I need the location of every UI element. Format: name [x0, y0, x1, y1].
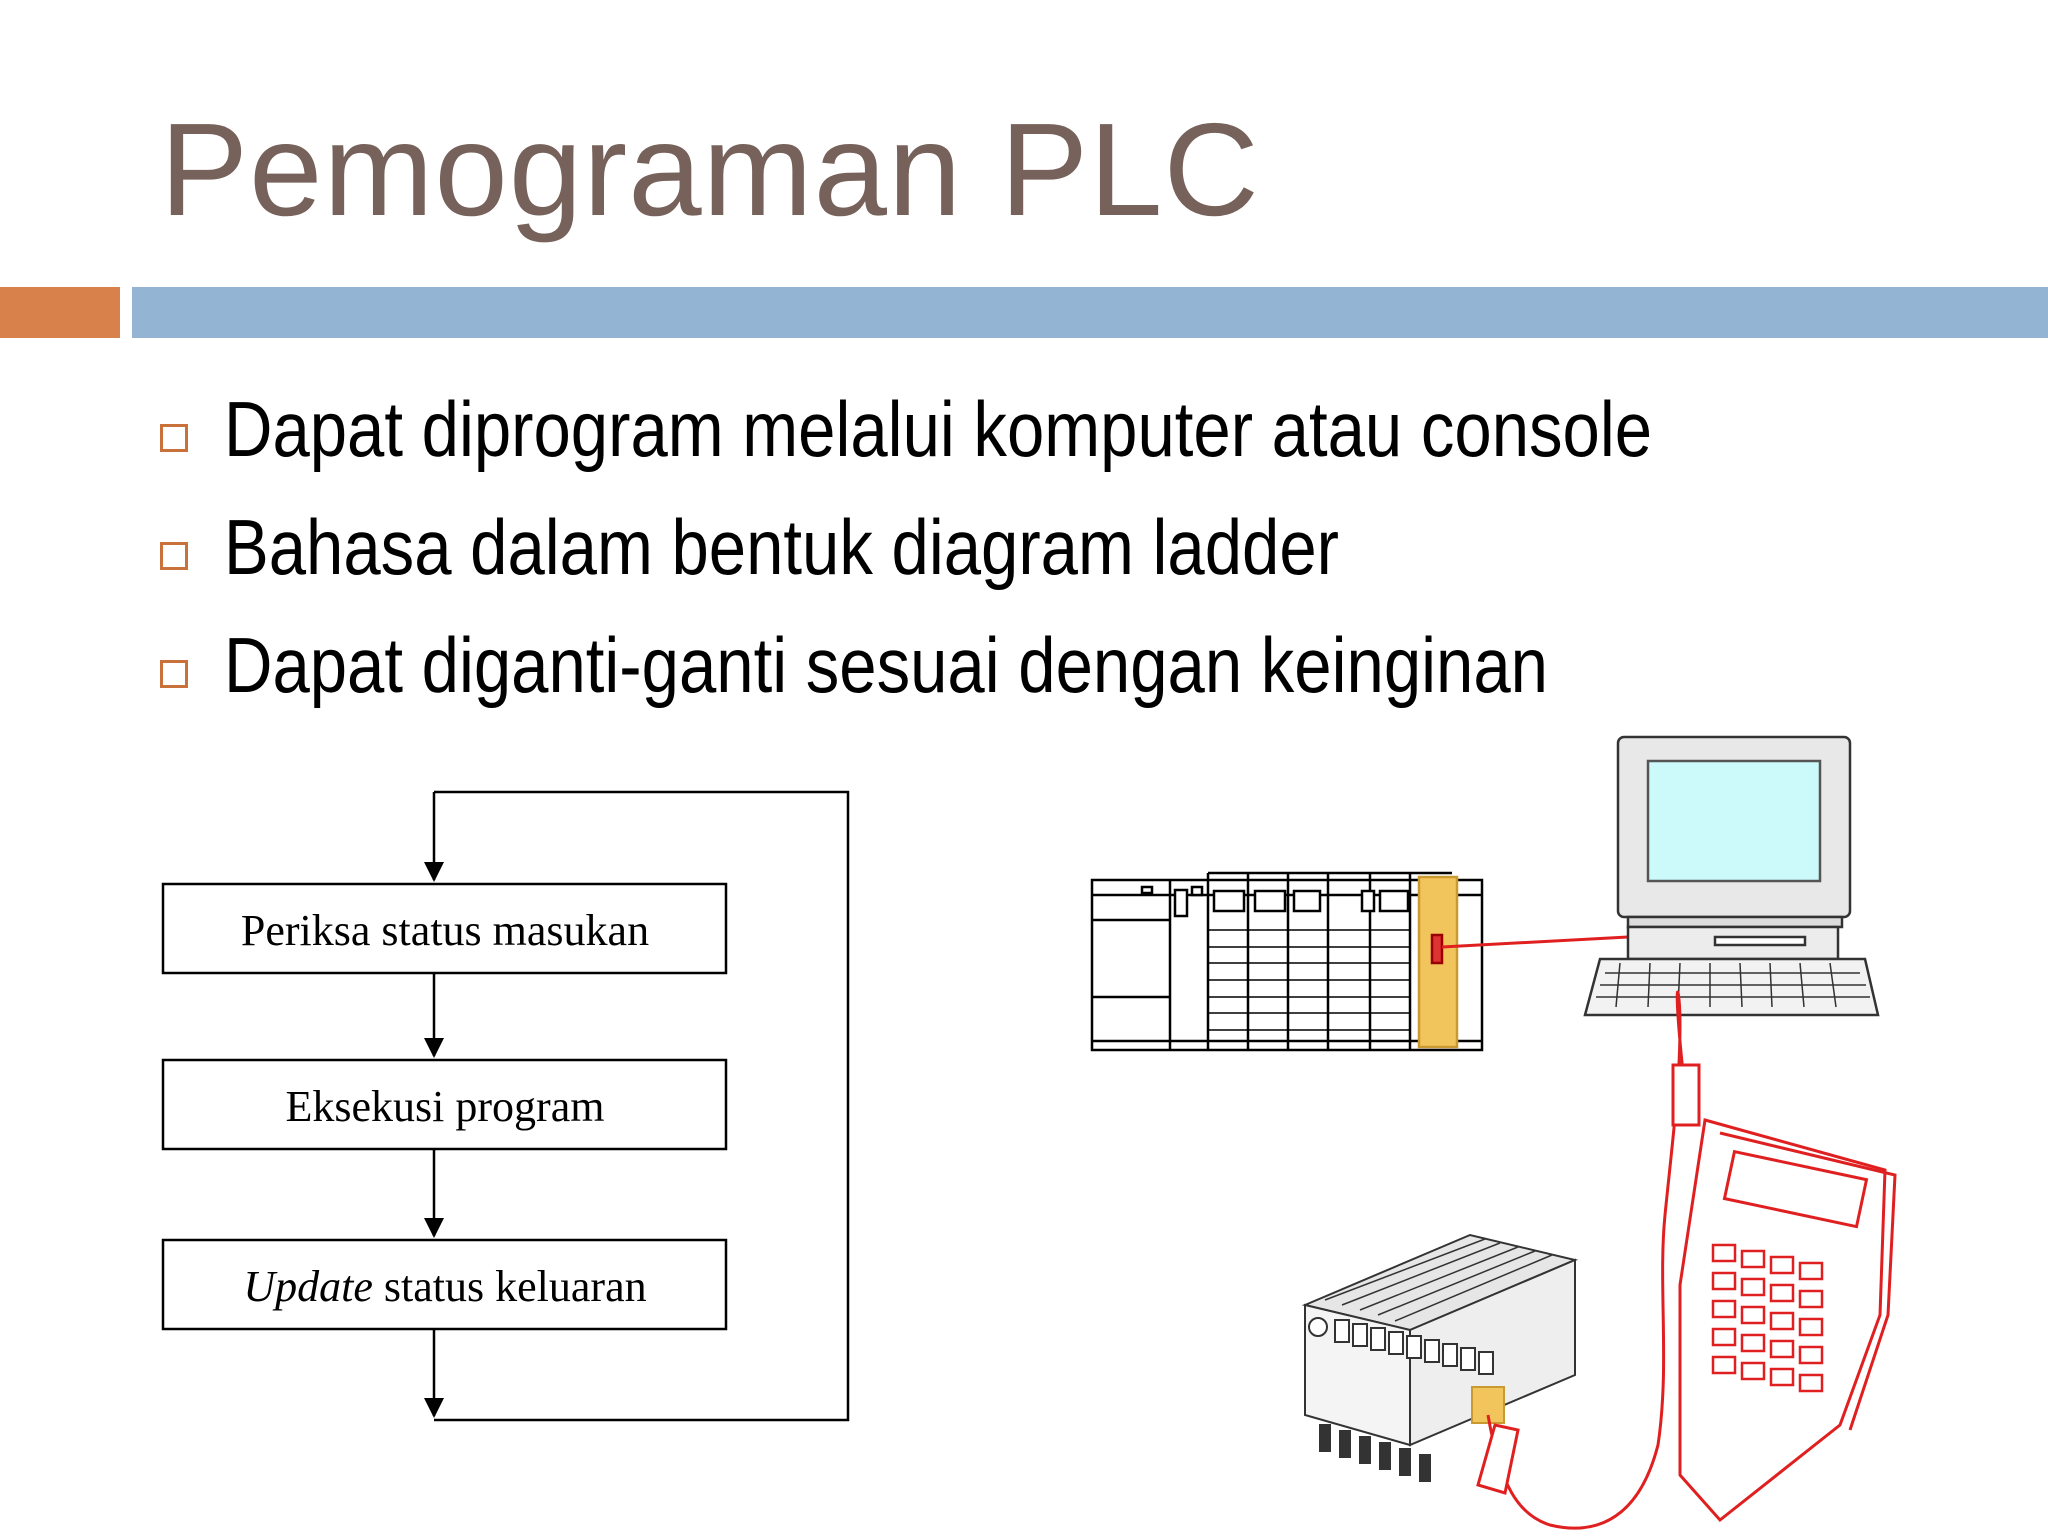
hollow-square-bullet-icon	[160, 660, 188, 688]
flow-step-text: Eksekusi program	[286, 1082, 605, 1131]
bullet-list: Dapat diprogram melalui komputer atau co…	[160, 370, 1885, 724]
accent-bar-blue	[132, 287, 2048, 338]
hollow-square-bullet-icon	[160, 542, 188, 570]
slide-title: Pemograman PLC	[160, 96, 1260, 243]
plc-rack-icon	[1090, 871, 1484, 1052]
loop-back-line	[434, 790, 850, 1422]
bullet-item: Dapat diprogram melalui komputer atau co…	[160, 370, 1885, 488]
flow-step-text: Update status keluaran	[243, 1262, 646, 1311]
flow-step-box	[161, 1058, 728, 1151]
flow-step-text-rest: status keluaran	[373, 1262, 647, 1311]
flow-step-box	[161, 1238, 728, 1331]
flow-step-box	[161, 882, 728, 975]
plc-hardware-illustration	[1090, 735, 1897, 1530]
computer-terminal-icon	[1583, 735, 1880, 1017]
bullet-text: Bahasa dalam bentuk diagram ladder	[224, 502, 1339, 591]
handheld-programming-console-icon	[1476, 990, 1897, 1530]
bullet-text: Dapat diprogram melalui komputer atau co…	[224, 384, 1653, 473]
bullet-item: Dapat diganti-ganti sesuai dengan keingi…	[160, 606, 1885, 724]
bullet-item: Bahasa dalam bentuk diagram ladder	[160, 488, 1885, 606]
flow-step-text: Periksa status masukan	[241, 906, 649, 955]
accent-bar-orange	[0, 287, 120, 338]
flow-step-italic: Update	[243, 1262, 373, 1311]
hollow-square-bullet-icon	[160, 424, 188, 452]
compact-plc-icon	[1301, 1233, 1579, 1482]
scan-cycle-flowchart: Periksa status masukan Eksekusi program …	[161, 790, 850, 1422]
bullet-text: Dapat diganti-ganti sesuai dengan keingi…	[224, 620, 1548, 709]
rs232-cable	[1441, 935, 1629, 949]
